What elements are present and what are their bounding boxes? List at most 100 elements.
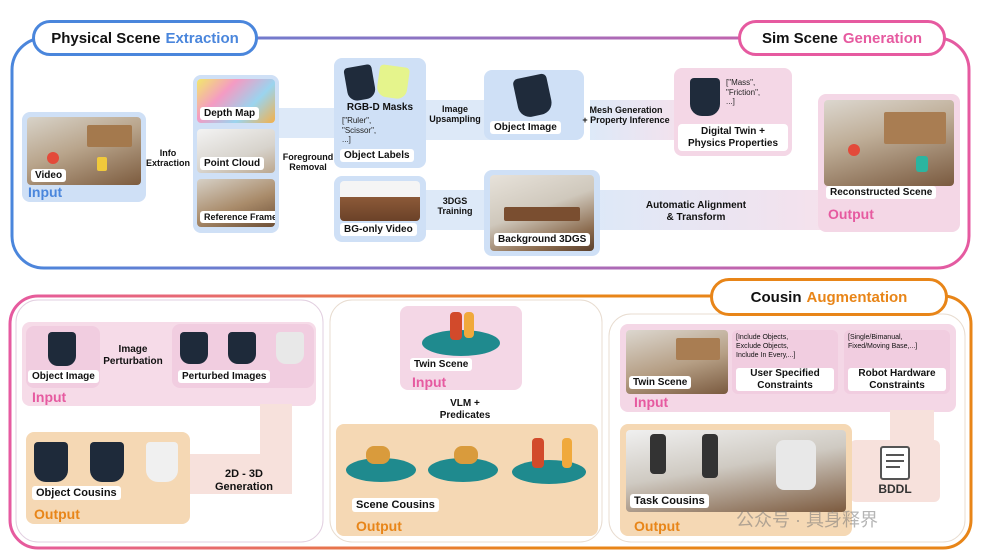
foreground-removal-label: Foreground Removal bbox=[282, 152, 334, 173]
output-panel: Reconstructed Scene Output bbox=[818, 94, 960, 232]
output-label: Output bbox=[634, 518, 680, 534]
task-cousins-image: Task Cousins bbox=[626, 430, 846, 512]
robot-arm-shape bbox=[702, 434, 718, 478]
physics-list: ["Mass", "Friction", ...] bbox=[726, 78, 761, 107]
cup-dark-icon bbox=[343, 63, 377, 103]
band-alignment bbox=[590, 190, 830, 230]
mug-icon bbox=[276, 332, 304, 364]
cousin-augmentation-title: Cousin Augmentation bbox=[710, 278, 948, 316]
3dgs-training-label: 3DGS Training bbox=[437, 196, 473, 217]
extraction-panel: Depth Map Point Cloud Reference Frame bbox=[193, 75, 279, 233]
sim-scene-title: Sim Scene Generation bbox=[738, 20, 946, 56]
mug-icon bbox=[34, 442, 68, 482]
digital-twin-panel: ["Mass", "Friction", ...] Digital Twin +… bbox=[674, 68, 792, 156]
bottle-shape bbox=[532, 438, 544, 468]
2d-3d-generation-label: 2D - 3D Generation bbox=[214, 468, 274, 493]
video-thumbnail: Video bbox=[27, 117, 141, 185]
background-3dgs-label: Background 3DGS bbox=[494, 233, 591, 246]
twin-scene-input-panel: Twin Scene Input bbox=[400, 306, 522, 390]
background-3dgs-panel: Background 3DGS bbox=[484, 170, 600, 256]
bddl-box: BDDL bbox=[850, 440, 940, 502]
bddl-label: BDDL bbox=[878, 482, 912, 496]
task-cousins-panel: Task Cousins Output bbox=[620, 424, 852, 536]
reference-frame-image: Reference Frame bbox=[197, 179, 275, 227]
task-input-panel: Twin Scene Input [Include Objects, Exclu… bbox=[620, 324, 956, 412]
doc-line bbox=[886, 460, 904, 462]
doc-line bbox=[886, 466, 900, 468]
user-list: [Include Objects, Exclude Objects, Inclu… bbox=[736, 334, 796, 359]
object-shape bbox=[47, 152, 59, 164]
object-cousins-label: Object Cousins bbox=[32, 486, 121, 500]
point-cloud-label: Point Cloud bbox=[200, 157, 265, 170]
cup-light-icon bbox=[375, 64, 411, 100]
mug-icon bbox=[90, 442, 124, 482]
input-label: Input bbox=[412, 374, 447, 390]
background-3dgs-image: Background 3DGS bbox=[490, 175, 594, 251]
document-icon bbox=[880, 446, 910, 480]
user-constraints-label: User Specified Constraints bbox=[736, 368, 834, 391]
mug-icon bbox=[146, 442, 178, 482]
mug-icon bbox=[228, 332, 256, 364]
reconstructed-scene-image bbox=[824, 100, 954, 186]
object-image-panel: Object Image bbox=[484, 70, 584, 140]
input-label: Input bbox=[28, 184, 63, 200]
output-label: Output bbox=[34, 506, 80, 522]
masks-panel: RGB-D Masks ["Ruler", "Scissor", ...] Ob… bbox=[334, 58, 426, 168]
object-shape bbox=[97, 157, 107, 171]
robot-list: [Single/Bimanual, Fixed/Moving Base,...] bbox=[848, 334, 918, 350]
image-upsampling-label: Image Upsampling bbox=[429, 104, 481, 125]
shelf-shape bbox=[87, 125, 132, 147]
output-label: Output bbox=[828, 206, 874, 222]
burger-shape bbox=[454, 446, 478, 464]
mug-icon bbox=[180, 332, 208, 364]
robot-constraints-box: [Single/Bimanual, Fixed/Moving Base,...]… bbox=[844, 330, 950, 394]
task-cousins-label: Task Cousins bbox=[630, 494, 709, 508]
robot-shape bbox=[776, 440, 816, 490]
bottle-shape bbox=[464, 312, 474, 338]
cup-icon bbox=[690, 78, 720, 116]
bg-only-panel: BG-only Video bbox=[334, 176, 426, 242]
perturbed-images-box: Perturbed Images bbox=[172, 324, 314, 388]
image-perturbation-label: Image Perturbation bbox=[103, 344, 163, 367]
object-image-box: Object Image bbox=[26, 326, 100, 388]
bg-only-video-label: BG-only Video bbox=[340, 223, 417, 236]
object-labels-label: Object Labels bbox=[340, 149, 414, 162]
object-cousins-panel: Object Cousins Output bbox=[26, 432, 190, 524]
object-shape bbox=[848, 144, 860, 156]
input-label: Input bbox=[634, 394, 669, 410]
reference-frame-label: Reference Frame bbox=[200, 211, 275, 223]
connector-band bbox=[190, 454, 290, 494]
watermark: 公众号 · 具身释界 bbox=[736, 510, 878, 530]
twin-scene-label: Twin Scene bbox=[410, 358, 473, 371]
scene-cousins-label: Scene Cousins bbox=[352, 498, 439, 512]
bottle-shape bbox=[450, 312, 462, 340]
vlm-predicates-label: VLM + Predicates bbox=[439, 398, 491, 421]
user-constraints-box: [Include Objects, Exclude Objects, Inclu… bbox=[732, 330, 838, 394]
depth-map-image: Depth Map bbox=[197, 79, 275, 123]
rgbd-masks-label: RGB-D Masks bbox=[346, 102, 414, 113]
shelf-shape bbox=[884, 112, 946, 144]
object-shape bbox=[916, 156, 928, 172]
automatic-alignment-label: Automatic Alignment & Transform bbox=[645, 200, 747, 223]
mesh-generation-label: Mesh Generation + Property Inference bbox=[582, 105, 670, 126]
input-label: Input bbox=[32, 389, 67, 405]
digital-twin-label: Digital Twin + Physics Properties bbox=[678, 124, 788, 151]
twin-scene-label: Twin Scene bbox=[629, 376, 692, 389]
cup-icon bbox=[512, 72, 554, 120]
bg-only-image bbox=[340, 181, 420, 221]
robot-arm-shape bbox=[650, 434, 666, 474]
bottle-shape bbox=[562, 438, 572, 468]
burger-shape bbox=[366, 446, 390, 464]
physical-scene-title: Physical Scene Extraction bbox=[32, 20, 258, 56]
input-panel: Video Input bbox=[22, 112, 146, 202]
bench-shape bbox=[504, 207, 580, 221]
output-label: Output bbox=[356, 518, 402, 534]
scene-cousins-panel: Scene Cousins Output bbox=[336, 424, 598, 536]
perturbed-images-label: Perturbed Images bbox=[178, 370, 271, 383]
doc-line bbox=[886, 454, 904, 456]
object-image-label: Object Image bbox=[28, 370, 99, 383]
object-image-label: Object Image bbox=[490, 121, 561, 134]
point-cloud-image: Point Cloud bbox=[197, 129, 275, 173]
depth-map-label: Depth Map bbox=[200, 107, 260, 120]
mask-list: ["Ruler", "Scissor", ...] bbox=[342, 116, 377, 145]
